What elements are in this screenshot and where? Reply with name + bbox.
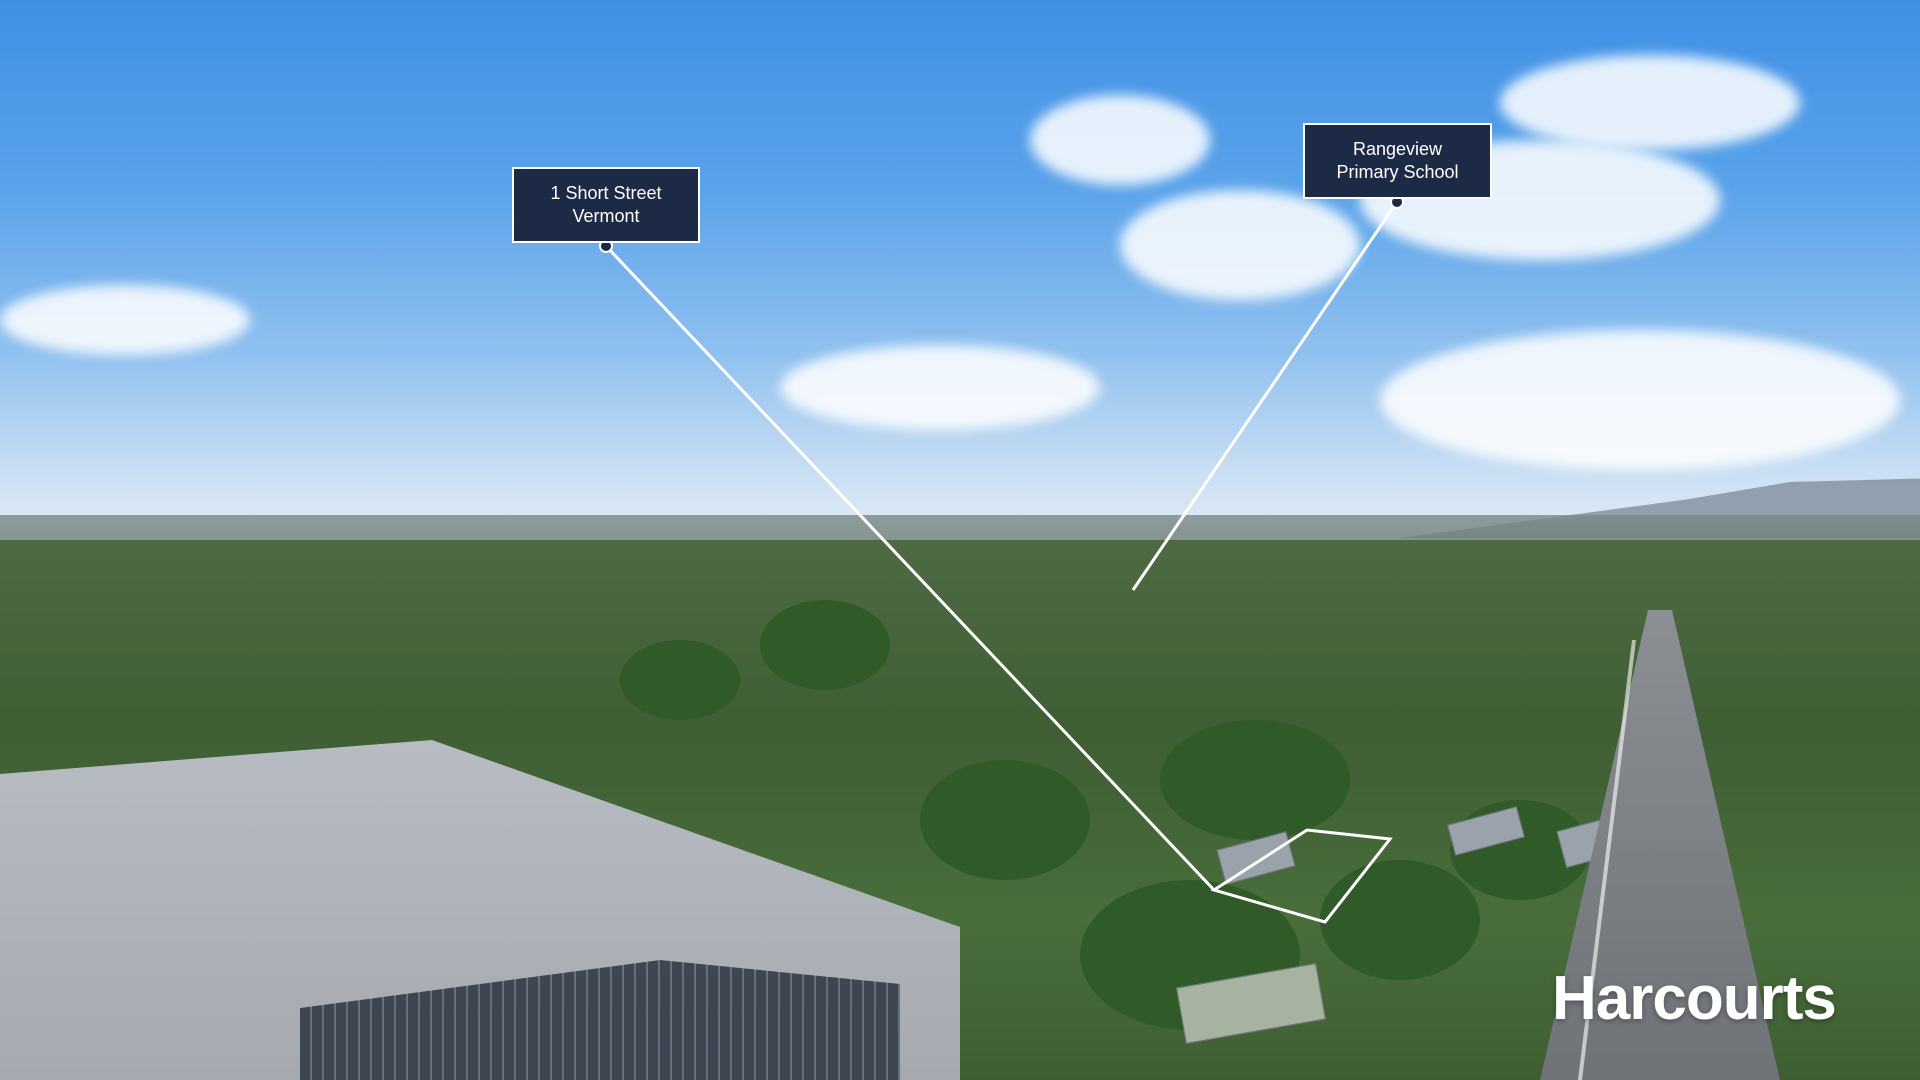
cloud [1500,55,1800,150]
cloud [0,285,250,355]
marker-line-school [1131,201,1399,591]
cloud [1120,190,1360,300]
tree-canopy [620,640,740,720]
tree-canopy [920,760,1090,880]
property-boundary-outline [1210,828,1393,924]
marker-line-property [604,244,1216,892]
marker-line-2: Vermont [572,206,640,226]
marker-line-1: Rangeview [1352,139,1443,159]
cloud [1380,330,1900,470]
tree-canopy [1160,720,1350,840]
brand-logo: Harcourts [1552,964,1837,1033]
marker-line-2: Primary School [1336,162,1459,182]
marker-line-1: 1 Short Street [550,183,662,203]
cloud [1030,95,1210,185]
cloud [780,345,1100,430]
marker-label-school: Rangeview Primary School [1303,123,1492,199]
tree-canopy [760,600,890,690]
marker-label-property: 1 Short Street Vermont [512,167,700,243]
tree-canopy [1320,860,1480,980]
